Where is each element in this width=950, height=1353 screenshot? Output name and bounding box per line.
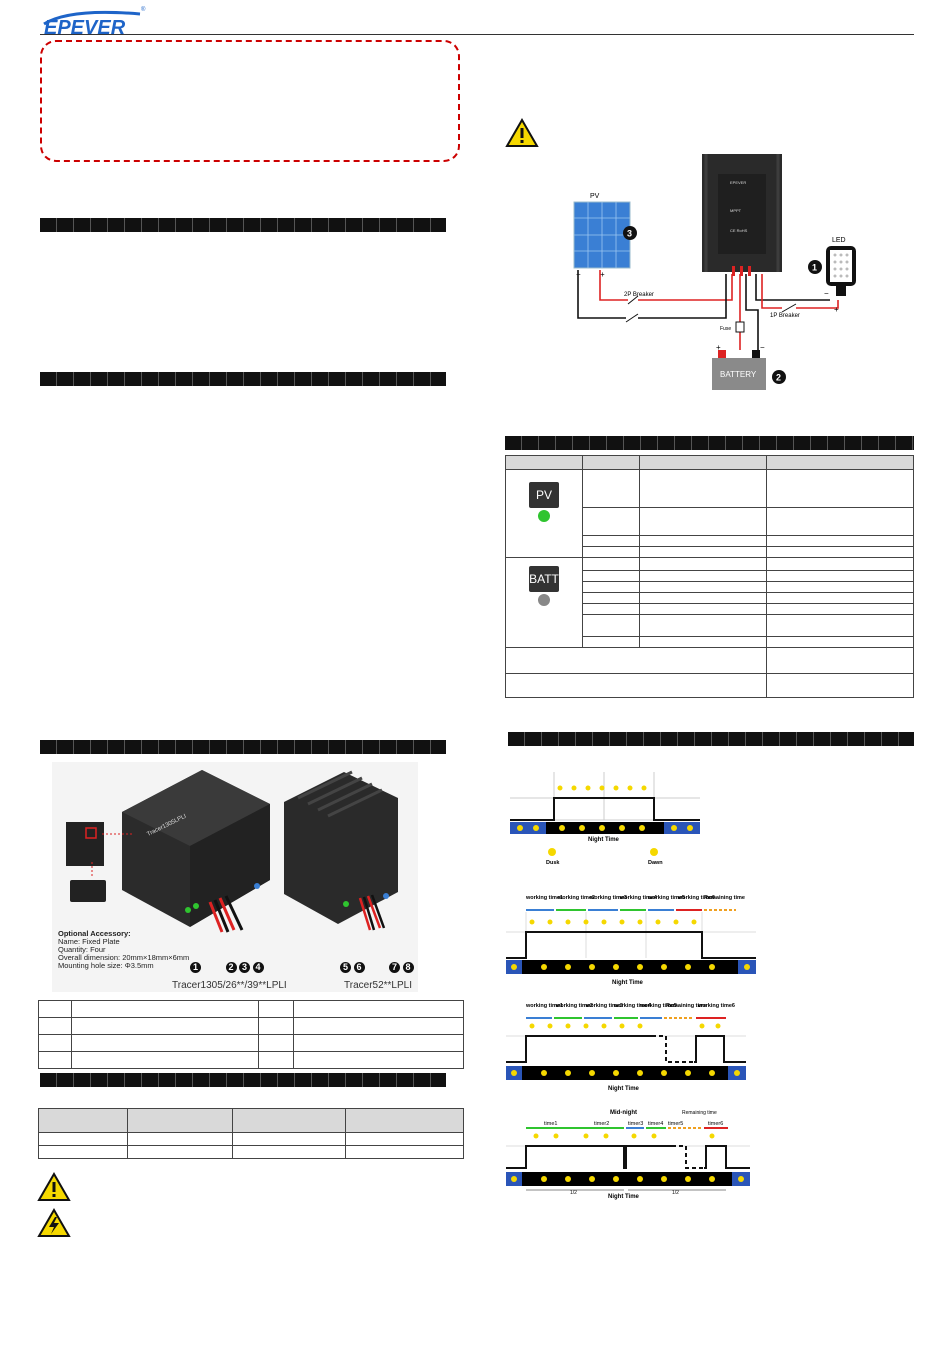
svg-text:working time5: working time5: [639, 1003, 677, 1009]
epever-logo: EPEVER: [40, 8, 150, 39]
svg-text:+: +: [834, 305, 839, 314]
model-caption-right: Tracer52**LPLI: [344, 980, 412, 991]
accessory-info: Optional Accessory: Name: Fixed Plate Qu…: [58, 929, 190, 970]
electric-shock-icon: [37, 1207, 71, 1243]
callouts-left: 1 2 3 4: [190, 962, 264, 973]
svg-text:Fuse: Fuse: [720, 326, 731, 332]
svg-text:1/2: 1/2: [672, 1190, 679, 1196]
svg-text:−: −: [824, 289, 829, 298]
svg-text:+: +: [716, 343, 721, 352]
wiring-diagram: PV −+ 3 EPEVER MPPT CE RoHS 2P Bre: [560, 150, 870, 394]
svg-text:working time2: working time2: [555, 1003, 593, 1009]
svg-text:CE RoHS: CE RoHS: [730, 228, 748, 233]
svg-text:+: +: [600, 270, 605, 279]
svg-text:Remaining time: Remaining time: [682, 1110, 717, 1116]
svg-text:Night Time: Night Time: [608, 1086, 640, 1092]
svg-text:timer3: timer3: [628, 1121, 643, 1127]
svg-text:timer4: timer4: [648, 1121, 663, 1127]
controller-small-image: Tracer1305LPLI: [122, 770, 270, 933]
component-table: [38, 1000, 464, 1069]
timing-diagram-1: Night Time Dusk Dawn: [510, 772, 700, 868]
pv-indicator: PV: [529, 482, 559, 508]
svg-text:PV: PV: [590, 193, 600, 200]
section-bar-timing: [508, 732, 914, 746]
batt-indicator: BATT: [529, 566, 559, 592]
svg-text:Remaining time: Remaining time: [666, 1003, 707, 1009]
svg-text:working time4: working time4: [619, 895, 658, 901]
svg-text:MPPT: MPPT: [730, 208, 742, 213]
svg-text:timer5: timer5: [668, 1121, 683, 1127]
warning-icon: [37, 1171, 71, 1207]
svg-text:working time2: working time2: [557, 895, 595, 901]
model-caption-left: Tracer1305/26**/39**LPLI: [172, 980, 287, 991]
controller-large-image: [284, 770, 398, 931]
svg-text:Remaining time: Remaining time: [704, 895, 745, 901]
svg-text:1P Breaker: 1P Breaker: [770, 313, 800, 319]
svg-text:working time3: working time3: [585, 1003, 623, 1009]
svg-text:Dawn: Dawn: [648, 860, 663, 866]
notice-box: [40, 40, 460, 162]
timing-diagram-4: Mid-night Remaining time time1 timer2 ti…: [506, 1106, 750, 1200]
section-bar-1: [40, 218, 446, 232]
section-bar-4: [40, 1073, 446, 1087]
product-image-panel: Tracer1305LPLI: [52, 762, 418, 992]
svg-text:Mid-night: Mid-night: [610, 1110, 637, 1116]
batt-led: [538, 594, 550, 606]
svg-text:2: 2: [776, 373, 781, 383]
callouts-right: 5 6 7 8: [340, 962, 414, 973]
svg-text:working time4: working time4: [613, 1003, 652, 1009]
svg-text:timer2: timer2: [594, 1121, 609, 1127]
svg-text:working time3: working time3: [589, 895, 627, 901]
svg-text:working time6: working time6: [697, 1003, 735, 1009]
svg-text:EPEVER: EPEVER: [44, 17, 126, 38]
svg-text:working time1: working time1: [525, 1003, 563, 1009]
svg-text:2P Breaker: 2P Breaker: [624, 292, 654, 298]
svg-text:3: 3: [627, 229, 632, 239]
header-divider: [40, 34, 914, 35]
spec-table: [38, 1108, 464, 1159]
svg-text:timer6: timer6: [708, 1121, 723, 1127]
svg-text:time1: time1: [544, 1121, 557, 1127]
svg-text:working time1: working time1: [525, 895, 563, 901]
section-bar-2: [40, 372, 446, 386]
timing-diagram-3: working time1 working time2 working time…: [506, 1000, 746, 1096]
svg-text:working time6: working time6: [677, 895, 715, 901]
svg-text:LED: LED: [832, 237, 846, 244]
led-indicator-table: PV BATT: [505, 455, 914, 698]
svg-text:Dusk: Dusk: [546, 860, 560, 866]
svg-text:Night Time: Night Time: [608, 1194, 640, 1200]
svg-text:EPEVER: EPEVER: [730, 180, 746, 185]
svg-text:1: 1: [812, 263, 817, 273]
section-bar-3: [40, 740, 446, 754]
warning-icon-right: [505, 117, 539, 153]
section-bar-led: [505, 436, 914, 450]
svg-text:Night Time: Night Time: [612, 980, 644, 986]
svg-text:working time5: working time5: [647, 895, 685, 901]
svg-text:1/2: 1/2: [570, 1190, 577, 1196]
svg-text:−: −: [760, 343, 765, 352]
pv-led-green: [538, 510, 550, 522]
svg-text:Night Time: Night Time: [588, 837, 620, 843]
svg-text:BATTERY: BATTERY: [720, 370, 757, 379]
timing-diagram-2: working time1 working time2 working time…: [506, 892, 756, 988]
registered-mark: ®: [141, 7, 146, 13]
